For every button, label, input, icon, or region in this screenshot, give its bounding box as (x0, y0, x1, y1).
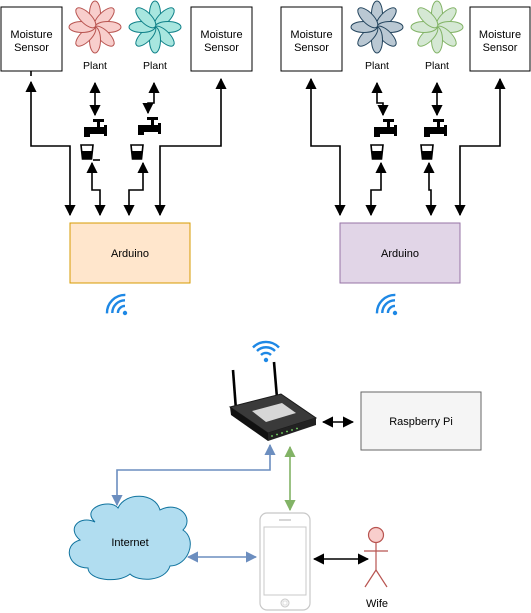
moisture-sensor-box-4: Moisture Sensor (469, 6, 531, 72)
raspberry-pi-box: Raspberry Pi (360, 391, 482, 451)
flower-icon (350, 0, 404, 54)
router-internet-link (111, 443, 276, 507)
moisture-sensor-box-2: Moisture Sensor (190, 6, 253, 72)
plant-4-label: Plant (425, 60, 449, 72)
raspberry-pi-label: Raspberry Pi (389, 416, 453, 428)
right-connectors (305, 77, 506, 217)
moisture-sensor-2-label-b: Sensor (204, 42, 239, 54)
moisture-sensor-4-label-b: Sensor (483, 42, 518, 54)
moisture-sensor-2-label-a: Moisture (200, 29, 242, 41)
flower-icon (128, 0, 182, 54)
moisture-sensor-3-label-b: Sensor (294, 42, 329, 54)
arduino-box-1: Arduino (69, 222, 191, 284)
plant-1-label: Plant (83, 60, 107, 72)
left-connectors (25, 71, 227, 217)
phone-icon (259, 512, 311, 611)
glass-icon (130, 144, 144, 160)
faucet-icon (84, 119, 107, 137)
plant-3-label: Plant (365, 60, 389, 72)
wifi-icon (101, 289, 137, 325)
person-icon (364, 526, 388, 588)
glass-icon (370, 144, 384, 160)
cloud-icon: Internet (68, 495, 191, 581)
left-plant-group: Moisture Sensor Moisture Sensor Plant Pl… (0, 0, 253, 325)
moisture-sensor-box-1: Moisture Sensor (0, 6, 63, 72)
wife-label: Wife (366, 598, 388, 610)
faucet-icon (138, 117, 161, 135)
wifi-icon (251, 340, 281, 364)
arduino-box-2: Arduino (339, 222, 461, 284)
arduino-1-label: Arduino (111, 248, 149, 260)
moisture-sensor-1-label-b: Sensor (14, 42, 49, 54)
flower-icon (68, 0, 122, 54)
moisture-sensor-3-label-a: Moisture (290, 29, 332, 41)
faucet-icon (374, 119, 397, 137)
arduino-2-label: Arduino (381, 248, 419, 260)
glass-icon (420, 144, 434, 160)
moisture-sensor-1-label-a: Moisture (10, 29, 52, 41)
router-icon (228, 361, 318, 441)
moisture-sensor-4-label-a: Moisture (479, 29, 521, 41)
network-group: Raspberry Pi Internet (68, 340, 482, 611)
right-plant-group: Moisture Sensor Moisture Sensor Plant Pl… (280, 0, 531, 325)
faucet-icon (424, 119, 447, 137)
internet-label: Internet (111, 537, 148, 549)
plant-2-label: Plant (143, 60, 167, 72)
glass-icon (80, 144, 94, 160)
wifi-icon (371, 289, 407, 325)
moisture-sensor-box-3: Moisture Sensor (280, 6, 343, 72)
flower-icon (410, 0, 464, 54)
